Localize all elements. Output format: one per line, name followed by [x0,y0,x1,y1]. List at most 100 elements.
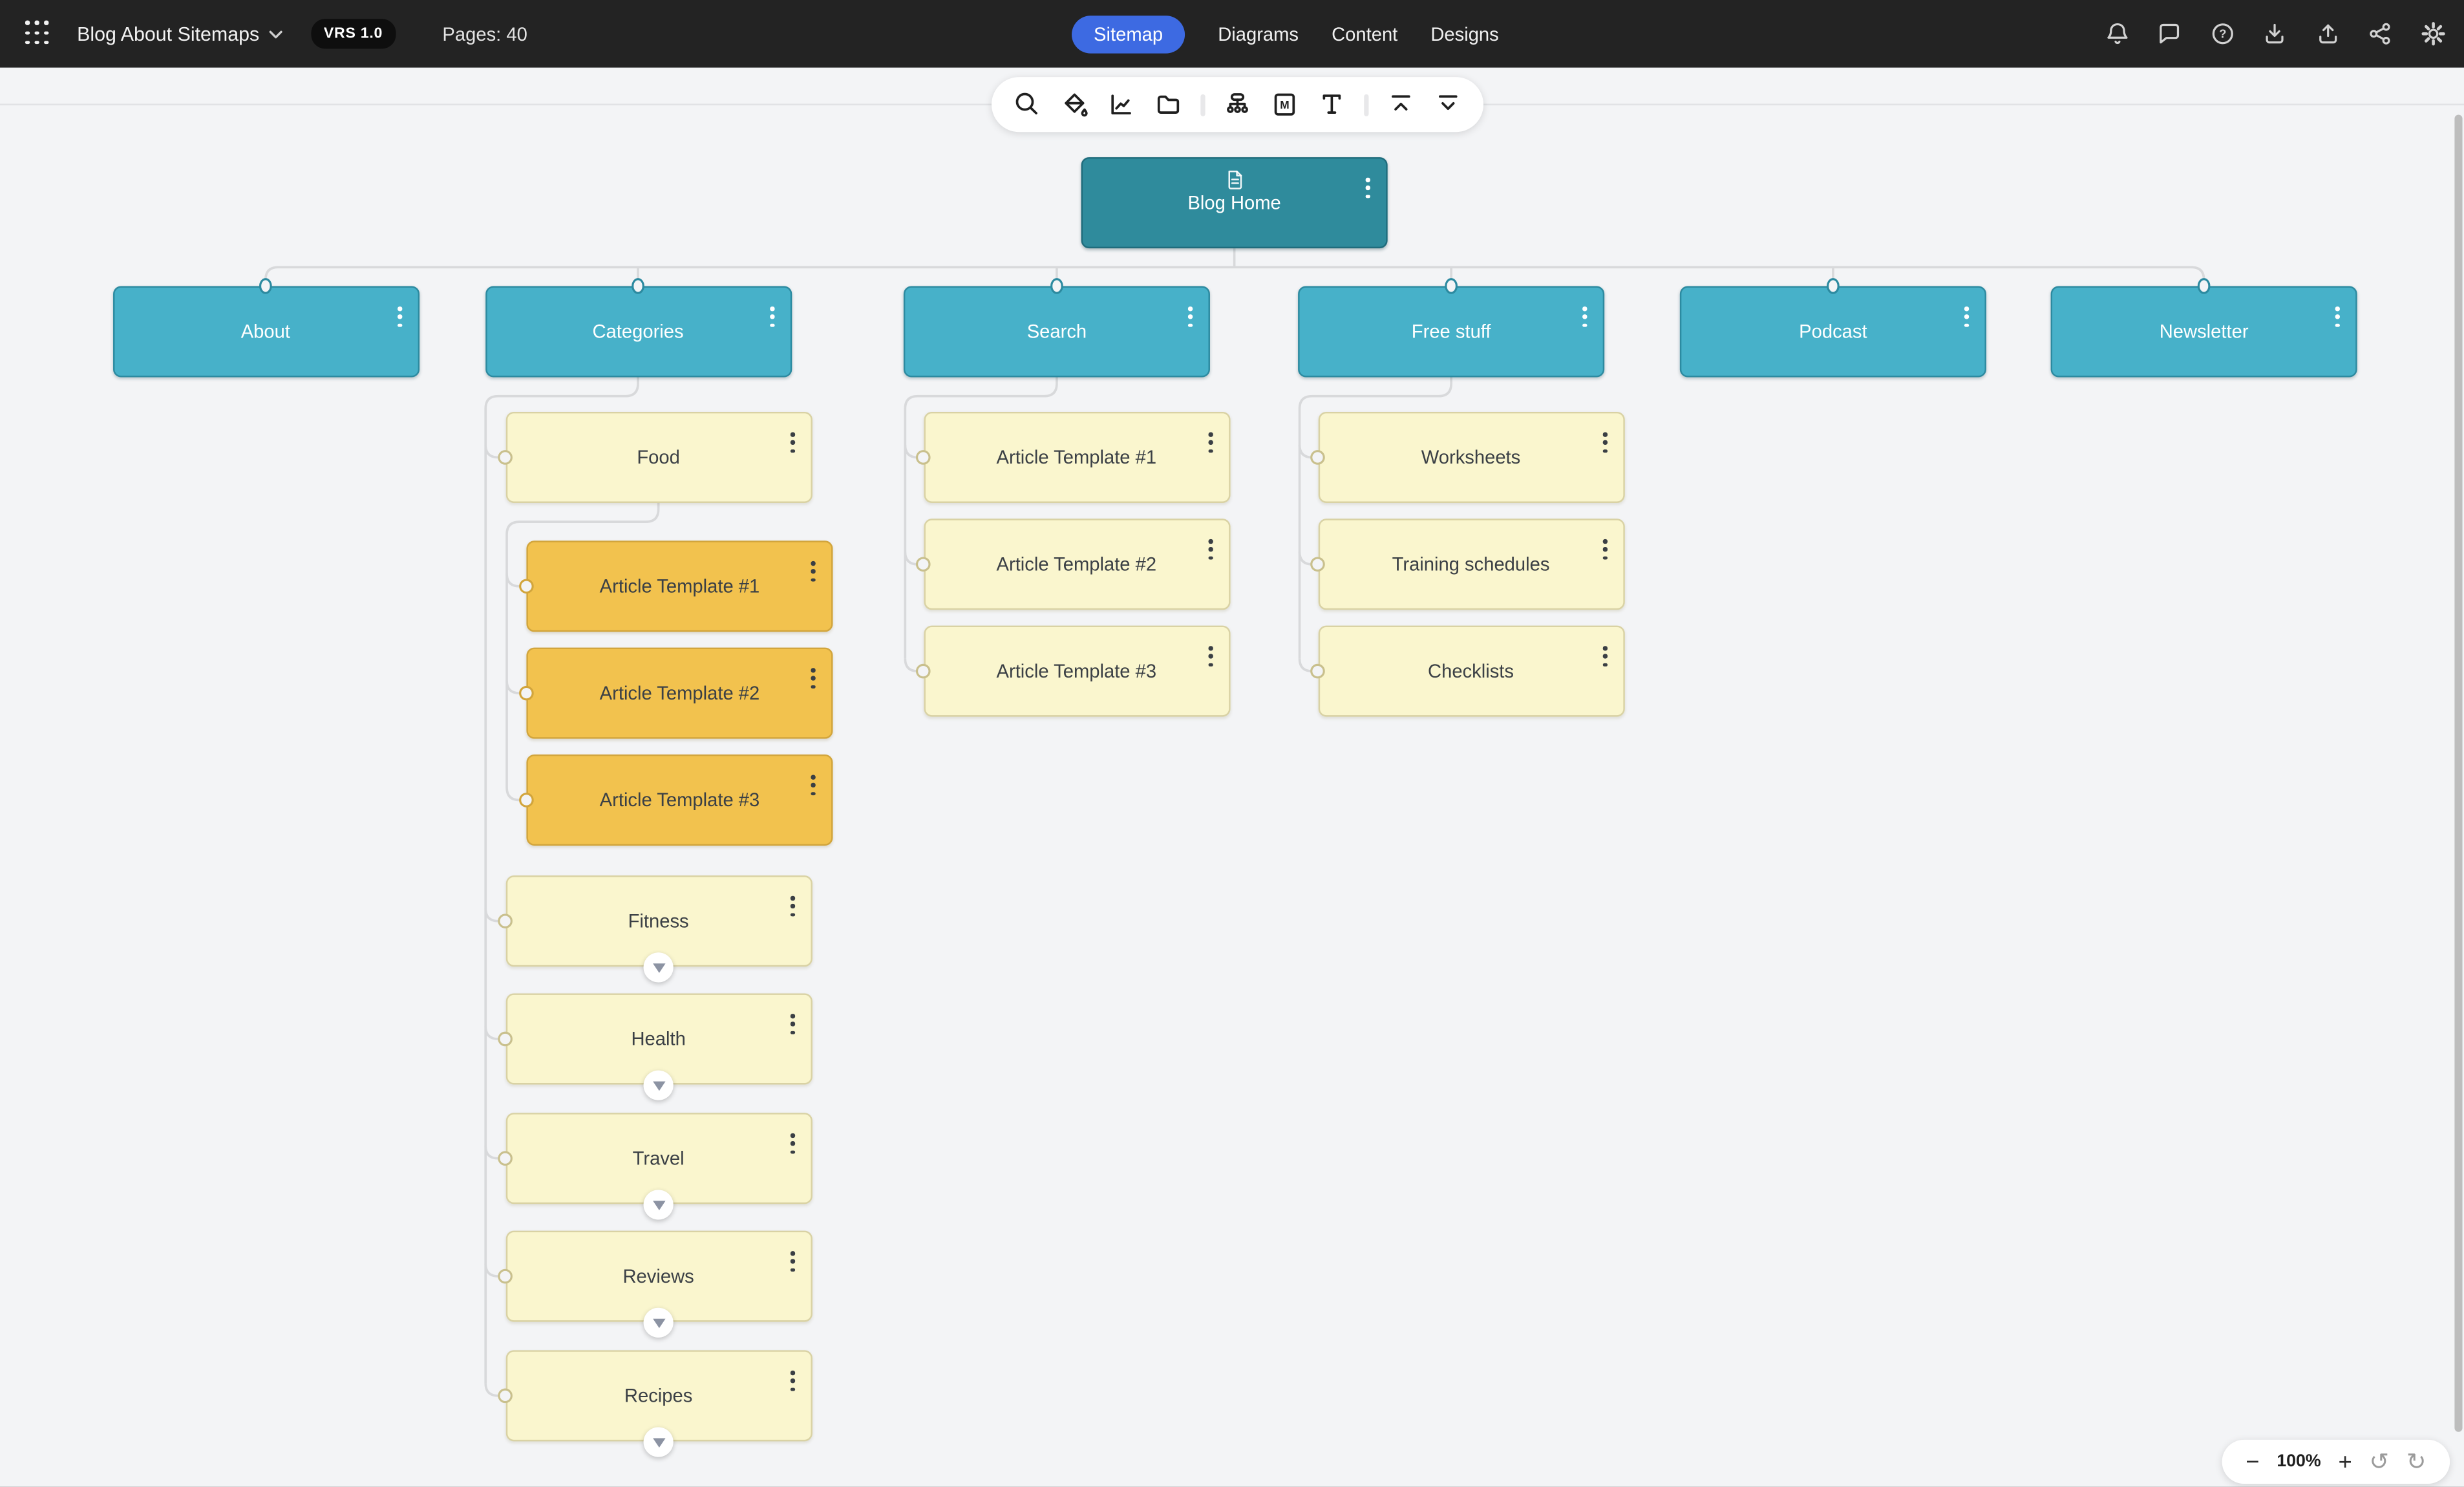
node-label: Article Template #3 [996,660,1157,683]
node-fitness[interactable]: Fitness [505,875,812,983]
svg-text:?: ? [2218,27,2225,40]
markdown-icon[interactable]: M [1269,90,1299,120]
toolbar-divider [1200,93,1205,116]
tab-sitemap[interactable]: Sitemap [1072,15,1185,53]
analytics-icon[interactable] [1107,90,1136,120]
node-menu-kebab-icon[interactable] [787,1011,798,1038]
node-newsletter[interactable]: Newsletter [2050,286,2357,378]
expand-children-button[interactable] [643,1190,674,1220]
node-cat-at3[interactable]: Article Template #3 [526,754,833,846]
tab-designs[interactable]: Designs [1430,23,1499,45]
node-menu-kebab-icon[interactable] [394,303,405,330]
node-label: Worksheets [1421,446,1521,469]
node-menu-kebab-icon[interactable] [767,303,777,330]
node-s-at2[interactable]: Article Template #2 [923,519,1230,610]
node-worksheets[interactable]: Worksheets [1317,411,1624,503]
node-label: Article Template #2 [996,553,1157,575]
node-label: Article Template #1 [599,575,760,597]
node-travel[interactable]: Travel [505,1113,812,1220]
expand-children-button[interactable] [643,1427,674,1457]
expand-children-button[interactable] [643,1070,674,1100]
settings-icon[interactable] [2418,19,2447,48]
node-menu-kebab-icon[interactable] [1205,536,1215,563]
tab-diagrams[interactable]: Diagrams [1218,23,1299,45]
vertical-scrollbar[interactable] [2454,114,2462,1432]
node-menu-kebab-icon[interactable] [1599,536,1609,563]
node-menu-kebab-icon[interactable] [1363,175,1374,202]
notifications-icon[interactable] [2103,19,2131,48]
undo-icon[interactable]: ↺ [2369,1448,2390,1475]
main-tabs: Sitemap Diagrams Content Designs [1072,0,1499,68]
node-s-at1[interactable]: Article Template #1 [923,411,1230,503]
node-menu-kebab-icon[interactable] [1205,429,1215,456]
node-search[interactable]: Search [903,286,1210,378]
tab-content[interactable]: Content [1332,23,1398,45]
node-menu-kebab-icon[interactable] [1962,303,1972,330]
node-label: Article Template #3 [599,789,760,811]
paint-fill-icon[interactable] [1059,90,1089,120]
node-menu-kebab-icon[interactable] [1205,643,1215,670]
node-training[interactable]: Training schedules [1317,519,1624,610]
node-label: Newsletter [2159,320,2249,343]
zoom-controls: − 100% + ↺ ↻ [2222,1439,2450,1484]
node-categories[interactable]: Categories [485,286,792,378]
node-label: Travel [632,1147,685,1170]
node-menu-kebab-icon[interactable] [787,893,798,920]
version-badge: VRS 1.0 [311,19,396,49]
zoom-in-button[interactable]: + [2338,1448,2352,1475]
connector-edge [484,1383,505,1397]
node-label: Fitness [628,910,689,932]
node-recipes[interactable]: Recipes [505,1350,812,1457]
connector-edge [484,908,505,923]
redo-icon[interactable]: ↻ [2406,1448,2427,1475]
node-cat-at2[interactable]: Article Template #2 [526,647,833,739]
zoom-level: 100% [2277,1452,2321,1471]
folder-icon[interactable] [1153,90,1183,120]
node-s-at3[interactable]: Article Template #3 [923,625,1230,717]
download-icon[interactable] [2260,19,2289,48]
share-icon[interactable] [2366,19,2394,48]
node-blog-home[interactable]: Blog Home [1081,157,1388,249]
node-checklists[interactable]: Checklists [1317,625,1624,717]
document-title: Blog About Sitemaps [77,23,260,45]
node-menu-kebab-icon[interactable] [1185,303,1196,330]
node-menu-kebab-icon[interactable] [1599,429,1609,456]
node-label: Categories [592,320,684,343]
node-menu-kebab-icon[interactable] [1599,643,1609,670]
node-menu-kebab-icon[interactable] [787,429,798,456]
export-icon[interactable] [2313,19,2342,48]
document-title-menu[interactable]: Blog About Sitemaps [77,23,283,45]
node-podcast[interactable]: Podcast [1679,286,1986,378]
node-cat-at1[interactable]: Article Template #1 [526,540,833,632]
node-about[interactable]: About [112,286,419,378]
node-menu-kebab-icon[interactable] [808,665,818,692]
expand-children-button[interactable] [643,1307,674,1338]
node-free-stuff[interactable]: Free stuff [1298,286,1605,378]
comments-icon[interactable] [2155,19,2183,48]
expand-all-icon[interactable] [1433,90,1463,120]
node-menu-kebab-icon[interactable] [787,1367,798,1395]
apps-grid-icon[interactable] [21,17,55,51]
node-menu-kebab-icon[interactable] [808,772,818,799]
node-reviews[interactable]: Reviews [505,1230,812,1338]
node-menu-kebab-icon[interactable] [1580,303,1590,330]
sitemap-icon[interactable] [1222,90,1252,120]
node-food[interactable]: Food [505,411,812,503]
text-icon[interactable] [1317,90,1346,120]
node-health[interactable]: Health [505,993,812,1100]
zoom-out-button[interactable]: − [2246,1448,2260,1475]
search-icon[interactable] [1012,90,1042,120]
node-menu-kebab-icon[interactable] [787,1130,798,1157]
collapse-all-icon[interactable] [1386,90,1416,120]
top-bar-left: Blog About Sitemaps VRS 1.0 Pages: 40 [0,17,527,51]
expand-children-button[interactable] [643,952,674,983]
pages-count: Pages: 40 [442,23,527,45]
node-menu-kebab-icon[interactable] [2333,303,2343,330]
connector-edge [505,680,527,694]
node-menu-kebab-icon[interactable] [787,1248,798,1275]
help-icon[interactable]: ? [2208,19,2236,48]
node-menu-kebab-icon[interactable] [808,558,818,585]
connector-edge [904,444,924,459]
node-label: Recipes [624,1384,693,1407]
